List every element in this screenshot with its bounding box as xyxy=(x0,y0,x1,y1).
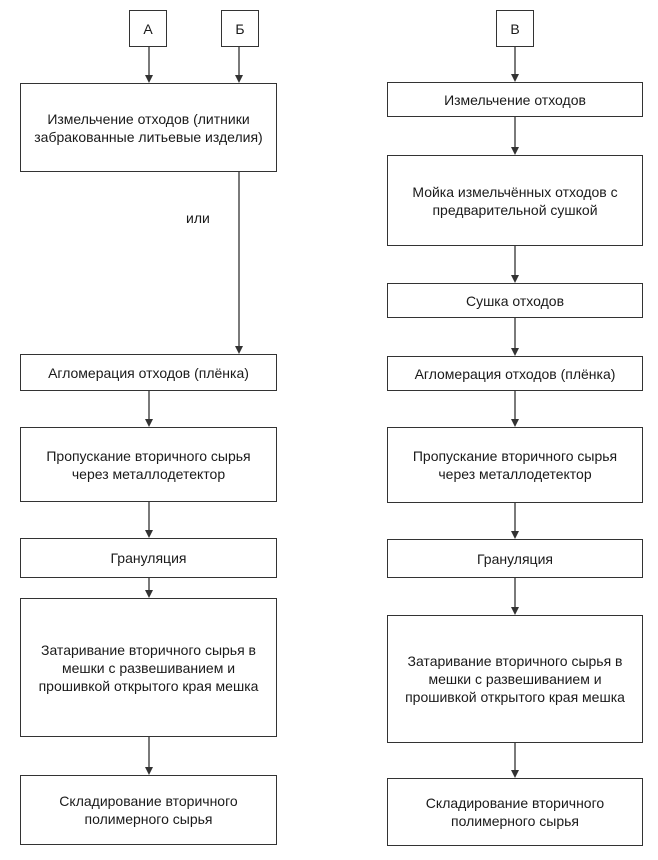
right-step-granulation-label: Грануляция xyxy=(477,550,553,567)
left-step-granulation: Грануляция xyxy=(20,538,277,578)
right-step-drying: Сушка отходов xyxy=(387,283,643,318)
right-step-agglomeration-label: Агломерация отходов (плёнка) xyxy=(414,365,616,382)
left-step-metal-detector: Пропускание вторичного сырья через метал… xyxy=(20,427,277,502)
left-step-agglomeration: Агломерация отходов (плёнка) xyxy=(20,354,277,391)
right-step-shredding: Измельчение отходов xyxy=(387,82,643,117)
right-step-bagging-label: Затаривание вторичного сырья в мешки с р… xyxy=(405,653,625,705)
left-step-bagging-label: Затаривание вторичного сырья в мешки с р… xyxy=(38,641,259,694)
left-step-storage: Складирование вторичного полимерного сыр… xyxy=(20,775,277,845)
source-a-label: А xyxy=(143,20,153,37)
right-step-drying-label: Сушка отходов xyxy=(465,292,565,309)
left-step-granulation-label: Грануляция xyxy=(110,550,187,566)
source-v-label: В xyxy=(510,20,520,37)
right-step-bagging: Затаривание вторичного сырья в мешки с р… xyxy=(387,615,643,743)
source-a-box: А xyxy=(129,10,167,47)
left-step-shredding: Измельчение отходов (литники забракованн… xyxy=(20,83,277,172)
right-step-storage: Складирование вторичного полимерного сыр… xyxy=(387,778,643,846)
source-b-label: Б xyxy=(235,20,245,37)
left-step-agglomeration-label: Агломерация отходов (плёнка) xyxy=(48,364,249,381)
source-b-box: Б xyxy=(221,10,259,47)
right-step-granulation: Грануляция xyxy=(387,539,643,578)
right-step-washing-label: Мойка измельчённых отходов с предварител… xyxy=(412,183,618,218)
right-step-storage-label: Складирование вторичного полимерного сыр… xyxy=(425,795,605,829)
right-step-metal-detector: Пропускание вторичного сырья через метал… xyxy=(387,427,643,503)
left-step-bagging: Затаривание вторичного сырья в мешки с р… xyxy=(20,598,277,737)
left-step-metal-detector-label: Пропускание вторичного сырья через метал… xyxy=(46,447,251,482)
right-step-metal-detector-label: Пропускание вторичного сырья через метал… xyxy=(412,448,618,482)
or-label: или xyxy=(186,210,210,226)
right-step-shredding-label: Измельчение отходов xyxy=(444,91,586,108)
left-step-shredding-label: Измельчение отходов (литники забракованн… xyxy=(34,110,263,145)
right-step-washing: Мойка измельчённых отходов с предварител… xyxy=(387,155,643,246)
right-step-agglomeration: Агломерация отходов (плёнка) xyxy=(387,356,643,391)
left-step-storage-label: Складирование вторичного полимерного сыр… xyxy=(59,793,238,827)
source-v-box: В xyxy=(496,10,534,47)
